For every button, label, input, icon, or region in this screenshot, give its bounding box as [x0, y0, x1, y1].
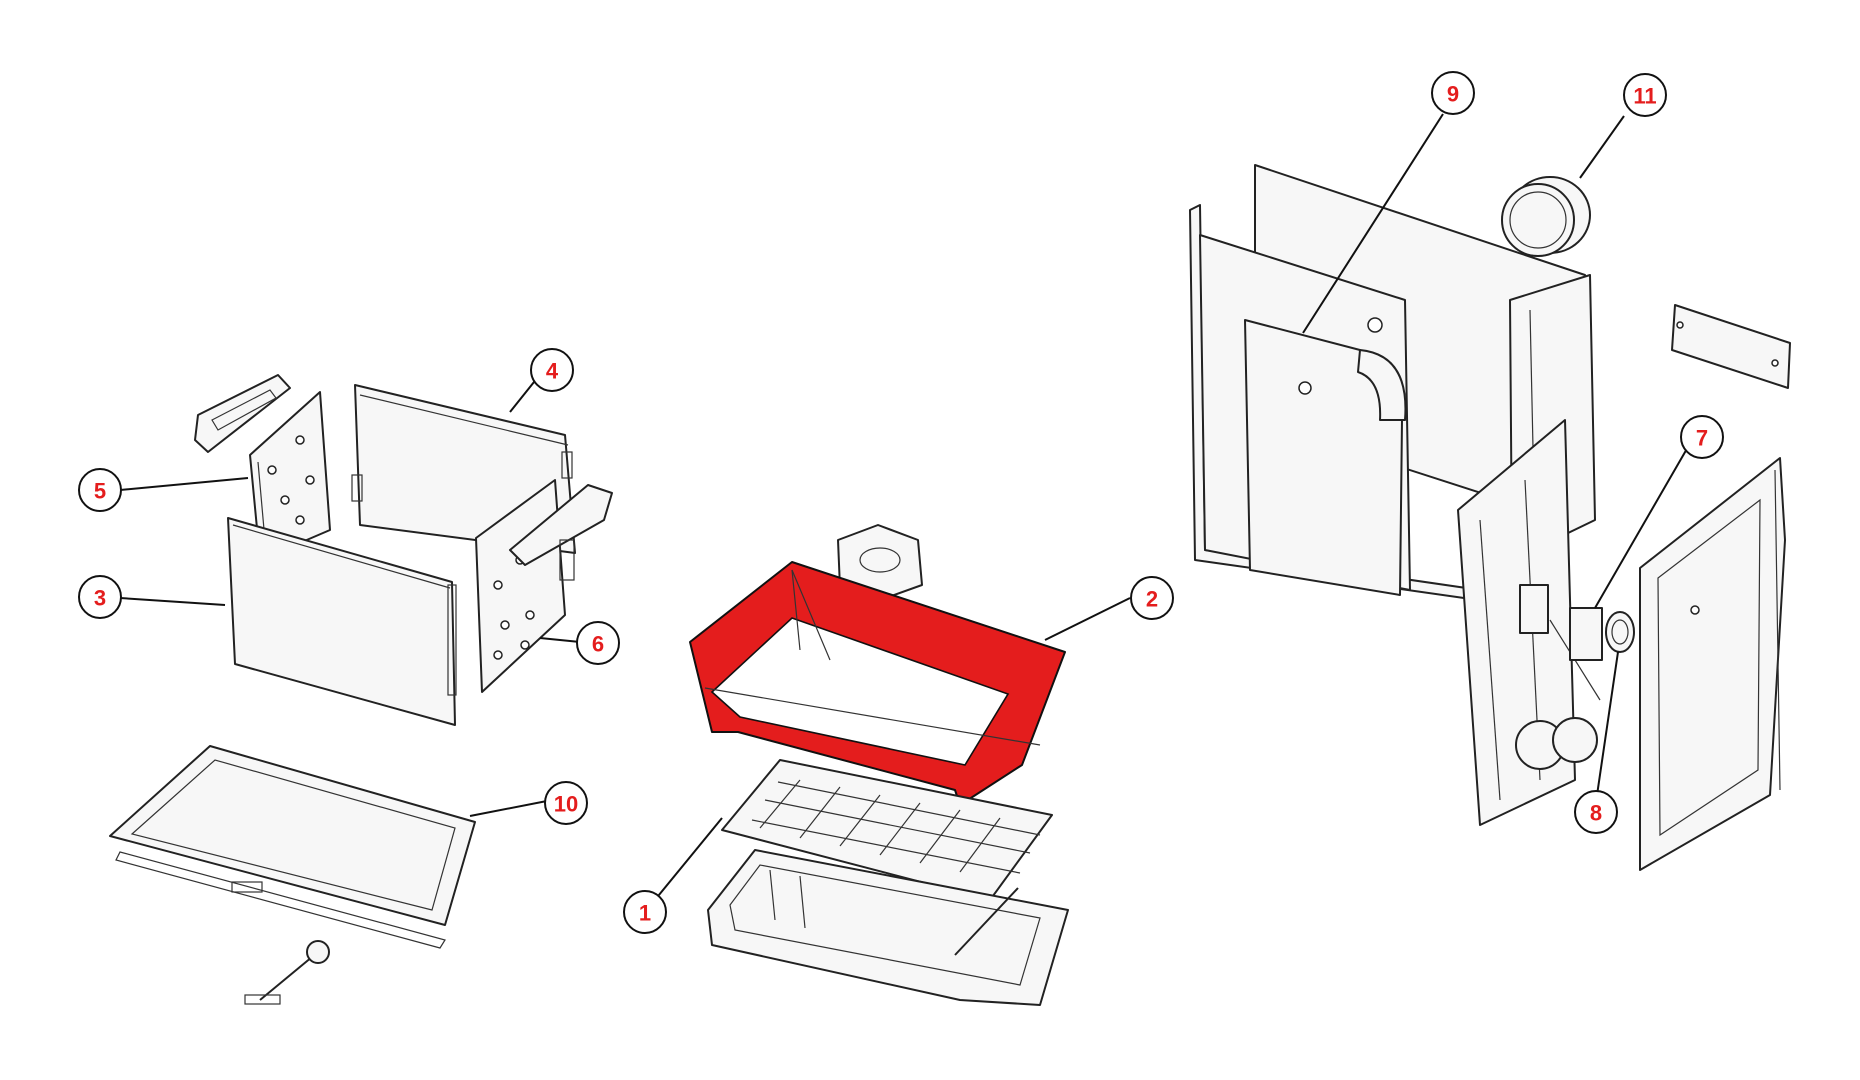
burner-base-part: [707, 849, 1069, 1006]
leader-9: [1302, 113, 1444, 334]
leader-lines: [119, 113, 1693, 913]
callout-2: 2: [1130, 576, 1174, 620]
callout-6: 6: [576, 621, 620, 665]
callout-10: 10: [544, 781, 588, 825]
door-panel-part: [1639, 457, 1786, 871]
callout-8: 8: [1574, 790, 1618, 834]
callout-10-label: 10: [554, 792, 578, 817]
callout-9: 9: [1431, 71, 1475, 115]
callout-1: 1: [623, 890, 667, 934]
callout-4-label: 4: [546, 359, 559, 384]
side-panel-right-handle: [509, 484, 613, 581]
leader-8: [1595, 651, 1619, 803]
grate-part: [721, 759, 1053, 901]
cover-plate-part: [1671, 304, 1791, 389]
side-panel-left-handle: [194, 374, 291, 453]
callout-3-label: 3: [94, 586, 106, 611]
leader-7: [1594, 439, 1693, 609]
leader-3: [119, 597, 226, 606]
callout-7-label: 7: [1696, 426, 1708, 451]
leader-2: [1044, 597, 1131, 641]
leader-6: [539, 637, 581, 643]
callout-3: 3: [78, 575, 122, 619]
callout-5-label: 5: [94, 479, 106, 504]
callout-11-label: 11: [1633, 84, 1656, 109]
adjustment-knob-part: [1569, 607, 1635, 661]
callout-9-label: 9: [1447, 82, 1459, 107]
side-panel-left-part: [249, 391, 331, 561]
door-rail-part: [1457, 419, 1601, 826]
callout-2-label: 2: [1146, 587, 1158, 612]
flue-collar-part: [1501, 176, 1591, 257]
callout-1-label: 1: [639, 901, 651, 926]
callout-6-label: 6: [592, 632, 604, 657]
front-panel-part: [227, 517, 457, 726]
ash-pan-part: [109, 745, 476, 949]
leader-11: [1579, 115, 1625, 179]
callout-11: 11: [1623, 73, 1667, 117]
callout-5: 5: [78, 468, 122, 512]
callout-4: 4: [530, 348, 574, 392]
burner-pot-highlighted: [689, 561, 1066, 806]
callout-7: 7: [1680, 415, 1724, 459]
leader-5: [119, 477, 249, 491]
callout-8-label: 8: [1590, 801, 1602, 826]
baffle-plate-part: [1244, 317, 1407, 596]
ash-pan-tool: [244, 940, 330, 1005]
leader-10: [469, 799, 553, 817]
